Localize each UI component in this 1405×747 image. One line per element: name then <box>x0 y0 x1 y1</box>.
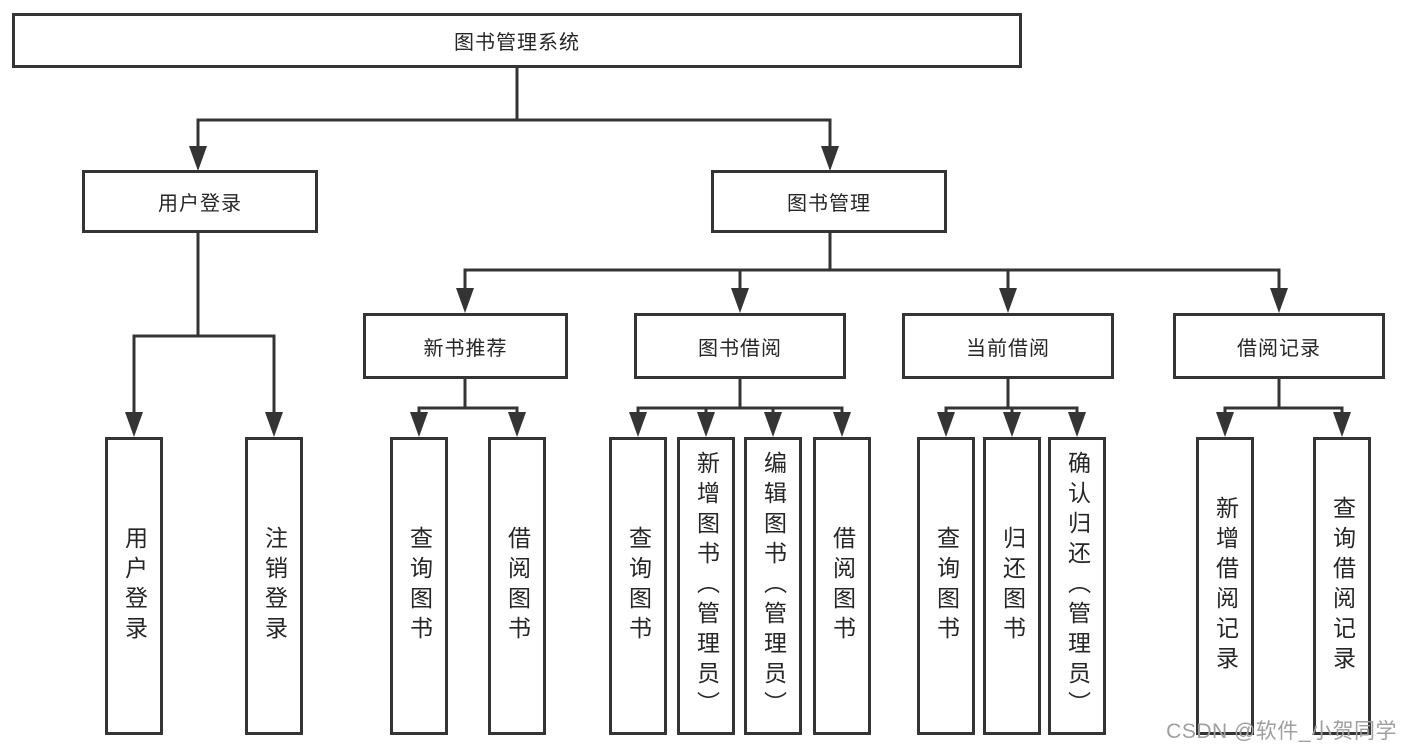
node-user-login-branch: 用户登录 <box>82 170 318 233</box>
node-library-system: 图书管理系统 <box>12 13 1022 68</box>
arrow-down-icon <box>189 146 207 171</box>
node-label: 查询图书 <box>625 526 652 646</box>
leaf-add-borrow-record: 新增借阅记录 <box>1196 437 1254 735</box>
arrow-down-icon <box>1270 288 1288 313</box>
arrow-down-icon <box>629 412 647 437</box>
arrow-down-icon <box>410 412 428 437</box>
leaf-add-book-admin: 新增图书（管理员） <box>677 437 735 735</box>
arrow-down-icon <box>125 412 143 437</box>
arrow-down-icon <box>1333 412 1351 437</box>
node-label: 查询图书 <box>406 526 433 646</box>
node-label: 编辑图书（管理员） <box>760 451 787 721</box>
leaf-return-book: 归还图书 <box>983 437 1041 735</box>
leaf-borrow-book-recommend: 借阅图书 <box>488 437 546 735</box>
arrow-down-icon <box>937 412 955 437</box>
node-label: 用户登录 <box>158 193 242 215</box>
arrow-down-icon <box>1003 412 1021 437</box>
leaf-borrow-book: 借阅图书 <box>813 437 871 735</box>
node-book-management-branch: 图书管理 <box>711 170 947 233</box>
node-label: 注销登录 <box>261 526 288 646</box>
node-label: 新增借阅记录 <box>1212 496 1239 676</box>
arrow-down-icon <box>764 412 782 437</box>
node-label: 借阅图书 <box>829 526 856 646</box>
arrow-down-icon <box>508 412 526 437</box>
node-borrowing-records: 借阅记录 <box>1173 313 1385 379</box>
node-label: 查询借阅记录 <box>1329 496 1356 676</box>
csdn-watermark: CSDN @软件_小贺同学 <box>1166 720 1397 743</box>
leaf-query-book-current: 查询图书 <box>917 437 975 735</box>
node-label: 图书借阅 <box>698 337 782 360</box>
arrow-down-icon <box>456 288 474 313</box>
node-label: 查询图书 <box>933 526 960 646</box>
leaf-user-login: 用户登录 <box>105 437 163 735</box>
arrow-down-icon <box>265 412 283 437</box>
node-current-borrowing: 当前借阅 <box>902 313 1114 379</box>
arrow-down-icon <box>1216 412 1234 437</box>
leaf-logout: 注销登录 <box>245 437 303 735</box>
node-label: 归还图书 <box>999 526 1026 646</box>
arrow-down-icon <box>999 288 1017 313</box>
node-label: 图书管理系统 <box>454 32 580 54</box>
arrow-down-icon <box>833 412 851 437</box>
node-new-book-recommendation: 新书推荐 <box>363 313 568 379</box>
node-label: 新书推荐 <box>423 337 508 360</box>
arrow-down-icon <box>697 412 715 437</box>
leaf-query-borrow-record: 查询借阅记录 <box>1313 437 1371 735</box>
arrow-down-icon <box>821 146 839 171</box>
leaf-query-book-recommend: 查询图书 <box>390 437 448 735</box>
node-label: 用户登录 <box>121 526 148 646</box>
node-label: 图书管理 <box>787 193 871 215</box>
node-book-borrowing: 图书借阅 <box>634 313 846 379</box>
leaf-confirm-return-admin: 确认归还（管理员） <box>1048 437 1106 735</box>
leaf-query-book-borrow: 查询图书 <box>609 437 667 735</box>
node-label: 新增图书（管理员） <box>693 451 720 721</box>
node-label: 确认归还（管理员） <box>1064 451 1091 721</box>
node-label: 当前借阅 <box>966 337 1050 360</box>
arrow-down-icon <box>1068 412 1086 437</box>
arrow-down-icon <box>731 288 749 313</box>
node-label: 借阅图书 <box>504 526 531 646</box>
node-label: 借阅记录 <box>1237 337 1321 360</box>
leaf-edit-book-admin: 编辑图书（管理员） <box>744 437 802 735</box>
